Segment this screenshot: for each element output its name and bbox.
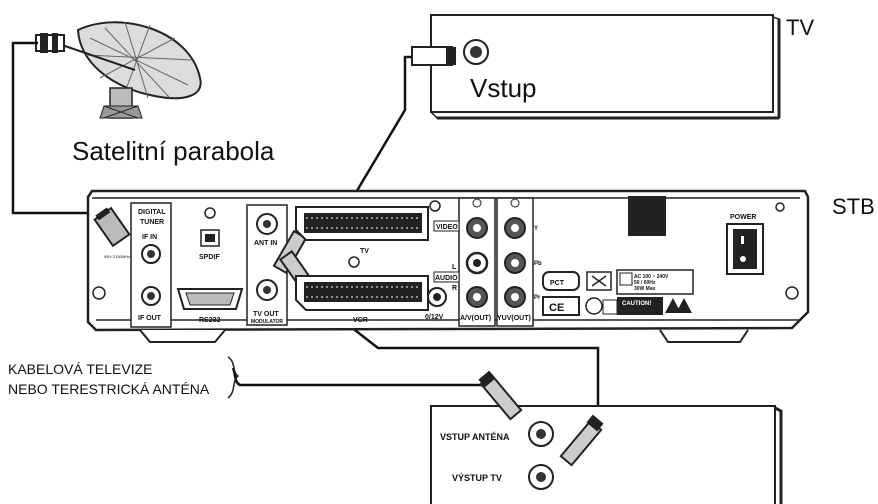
ce-label: CE	[549, 302, 564, 314]
vcr-antenna-input-socket[interactable]	[528, 421, 554, 447]
tv-unit	[430, 14, 781, 120]
rs232-port[interactable]	[176, 288, 244, 310]
vcr-output-label: VÝSTUP TV	[452, 472, 502, 483]
video-label: VIDEO	[436, 224, 458, 231]
audio-r-label: R	[452, 285, 457, 292]
pct-label: PCT	[550, 280, 565, 287]
satellite-dish-icon	[61, 21, 202, 119]
tv-input-plug	[411, 46, 456, 66]
tv-antenna-input-socket[interactable]	[463, 39, 489, 65]
v012-port[interactable]	[427, 287, 447, 307]
ac-line3: 30W Max	[634, 286, 656, 292]
certification-area	[542, 269, 694, 316]
spdif-port[interactable]	[200, 229, 220, 247]
scart-tv-port[interactable]	[295, 206, 429, 241]
vcr-input-plug	[559, 414, 604, 467]
stb-unit	[86, 189, 810, 343]
spdif-label: SPDIF	[199, 254, 220, 261]
scart-vcr-label: VCR	[353, 317, 368, 324]
tuner-spec-label: 950~2150MHz	[104, 254, 130, 259]
cable-tv-label-1: KABELOVÁ TELEVIZE	[8, 361, 152, 377]
audio-l-label: L	[452, 264, 457, 271]
if-in-label: IF IN	[142, 234, 157, 241]
antenna-cable-plug	[478, 370, 523, 421]
fan-vent	[628, 196, 666, 236]
power-label: POWER	[730, 214, 756, 221]
ac-line1: AC 100 ~ 240V	[634, 274, 669, 280]
av-out-section	[458, 197, 496, 327]
satellite-label: Satelitní parabola	[72, 136, 275, 166]
if-out-label: IF OUT	[138, 315, 162, 322]
stb-label: STB	[832, 194, 875, 219]
tv-label: TV	[786, 15, 814, 40]
ant-in-label: ANT IN	[254, 240, 277, 247]
cable-tv-label-2: NEBO TERESTRICKÁ ANTÉNA	[8, 381, 210, 397]
y-label: Y	[534, 226, 538, 232]
audio-label: AUDIO	[435, 275, 458, 282]
yuv-out-label: YUV(OUT)	[497, 315, 531, 322]
v012-label: 0/12V	[425, 314, 444, 321]
if-in-plug	[93, 206, 131, 248]
vcr-tv-output-socket[interactable]	[528, 464, 554, 490]
yuv-out-section	[496, 197, 534, 327]
cable-brace	[227, 356, 240, 399]
scart-tv-label: TV	[360, 248, 369, 255]
tv-input-label: Vstup	[470, 73, 537, 103]
av-out-label: A/V(OUT)	[460, 315, 491, 322]
caution-label: CAUTION!	[622, 301, 651, 307]
vcr-input-label: VSTUP ANTÉNA	[440, 432, 510, 442]
digital-tuner-section	[130, 202, 172, 328]
dish-cable-connector	[35, 33, 65, 53]
scart-vcr-port[interactable]	[295, 275, 429, 311]
pr-label: Pr	[534, 295, 541, 301]
ac-line2: 50 / 60Hz	[634, 280, 656, 286]
digital-label: DIGITAL	[138, 209, 166, 216]
modulator-label: MODULATOR	[251, 319, 283, 325]
pb-label: Pb	[534, 261, 542, 267]
rs232-label: RS232	[199, 317, 221, 324]
vcr-unit	[430, 405, 783, 504]
power-switch[interactable]	[726, 223, 764, 275]
tuner-label: TUNER	[140, 219, 164, 226]
tv-out-label: TV OUT	[253, 311, 279, 318]
